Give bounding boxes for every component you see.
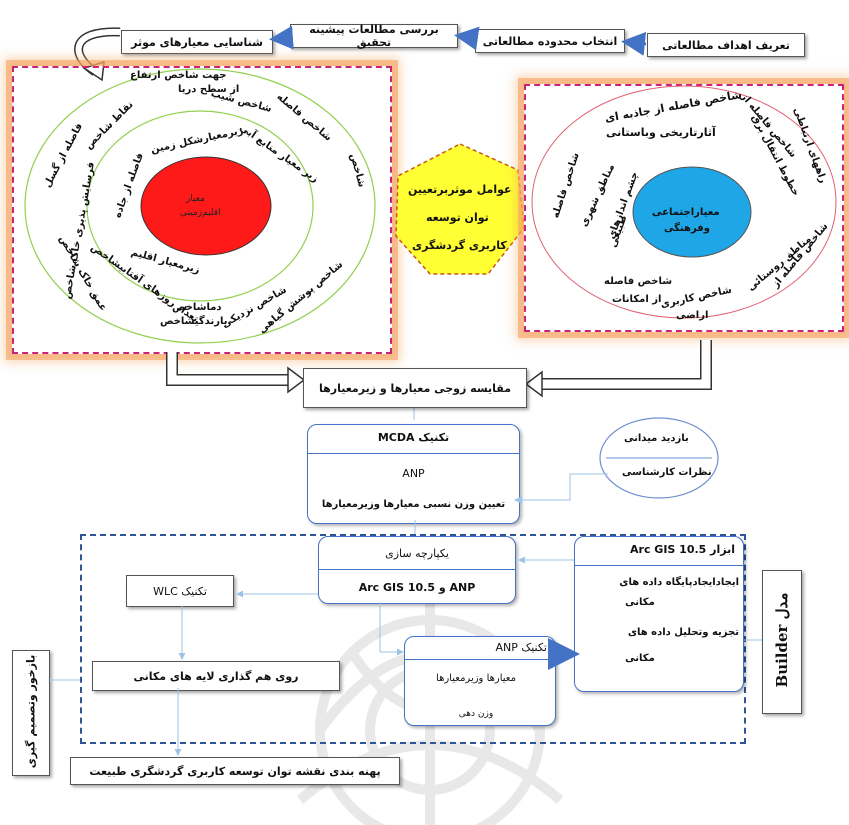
integration-title: یکپارچه سازی xyxy=(385,547,449,560)
anp-line2: وزن دهی xyxy=(458,709,494,719)
outer-label-temp: دماشاخص xyxy=(172,302,222,313)
anp-line1: معیارها وزیرمعیارها xyxy=(436,673,516,684)
right-label-facility: از امکانات xyxy=(612,294,662,305)
integration-divider xyxy=(319,569,515,570)
gis-process-frame xyxy=(80,534,746,744)
arcgis-divider xyxy=(575,565,743,566)
right-label-heritage: آثارتاریخی وباستانی xyxy=(606,126,716,139)
right-circles xyxy=(531,85,837,319)
final-zoning-box: پهنه بندی نقشه توان توسعه کاربری گردشگری… xyxy=(70,757,400,785)
arcgis-line4: مکانی xyxy=(625,653,655,664)
center-label-1: عوامل موثربرتعیین xyxy=(408,183,512,196)
field-ellipse xyxy=(599,417,719,499)
mcda-anp: ANP xyxy=(402,467,425,480)
field-to-mcda-arrow xyxy=(514,473,608,504)
outer-label-aspect: جهت شاخص ارتفاع xyxy=(130,70,227,81)
right-label-dist-facility: شاخص فاصله xyxy=(604,276,673,287)
center-factors-shape xyxy=(395,143,525,275)
anp-title: تکنیک ANP xyxy=(495,641,547,654)
right-core-label-1: معیاراجتماعی xyxy=(652,207,720,218)
step-define-objectives: تعریف اهداف مطالعاتی xyxy=(647,33,805,57)
step-select-study-area: انتخاب محدوده مطالعاتی xyxy=(475,29,625,53)
left-core-label-2: اقلیم‌زمینی xyxy=(180,208,221,218)
arcgis-line2: مکانی xyxy=(625,597,655,608)
left-criteria-frame xyxy=(12,66,392,354)
left-core-label-1: معیار xyxy=(186,194,205,204)
center-label-2: توان توسعه xyxy=(426,211,489,224)
field-visit-label: بازدید میدانی xyxy=(624,433,689,444)
converge-arrows xyxy=(166,340,712,420)
anp-box: تکنیک ANP معیارها وزیرمعیارها وزن دهی xyxy=(404,636,556,726)
arcgis-line1: ایجادایجادپایگاه داده های xyxy=(619,577,739,588)
overlay-box: روی هم گذاری لایه های مکانی xyxy=(92,661,340,691)
anp-divider xyxy=(405,659,555,660)
outer-label-rain: بارندگیشاخص xyxy=(160,316,228,327)
social-core xyxy=(632,166,752,258)
builder-box: مدل Builder xyxy=(762,570,802,714)
arcgis-line3: تجزیه وتحلیل داده های xyxy=(627,627,739,638)
mcda-title: تکنیک MCDA xyxy=(377,431,450,444)
gis-arrows xyxy=(48,556,762,756)
arcgis-title: ابزار Arc GIS 10.5 xyxy=(630,543,735,556)
right-label-lands: اراضی xyxy=(676,310,709,321)
right-criteria-frame xyxy=(524,84,844,332)
expert-opinion-label: نظرات کارشناسی xyxy=(622,467,712,478)
mcda-box: تکنیک MCDA ANP تعیین وزن نسبی معیارها وز… xyxy=(307,424,520,524)
arcgis-box: ابزار Arc GIS 10.5 ایجادایجادپایگاه داده… xyxy=(574,536,744,692)
mcda-weights: تعیین وزن نسبی معیارها وزیرمعیارها xyxy=(321,499,506,510)
step-review-literature: بررسی مطالعات پیشینه تحقیق xyxy=(290,23,458,49)
outer-label-sea: از سطح دریا xyxy=(178,84,240,95)
climate-core xyxy=(140,156,272,256)
step-identify-criteria: شناسایی معیارهای موثر xyxy=(121,30,273,54)
integration-box: یکپارچه سازی ANP و Arc GIS 10.5 xyxy=(318,536,516,604)
pairwise-comparison-box: مقایسه زوجی معیارها و زیرمعیارها xyxy=(303,368,527,408)
wlc-box: تکنیک WLC xyxy=(126,575,234,607)
mcda-divider xyxy=(308,453,519,454)
center-label-3: کاربری گردشگری xyxy=(412,239,507,252)
feedback-box: بازخور وتصمیم گیری xyxy=(12,650,50,776)
right-core-label-2: وفرهنگی xyxy=(664,223,710,234)
integration-body: ANP و Arc GIS 10.5 xyxy=(358,581,476,594)
left-circles xyxy=(24,68,376,344)
